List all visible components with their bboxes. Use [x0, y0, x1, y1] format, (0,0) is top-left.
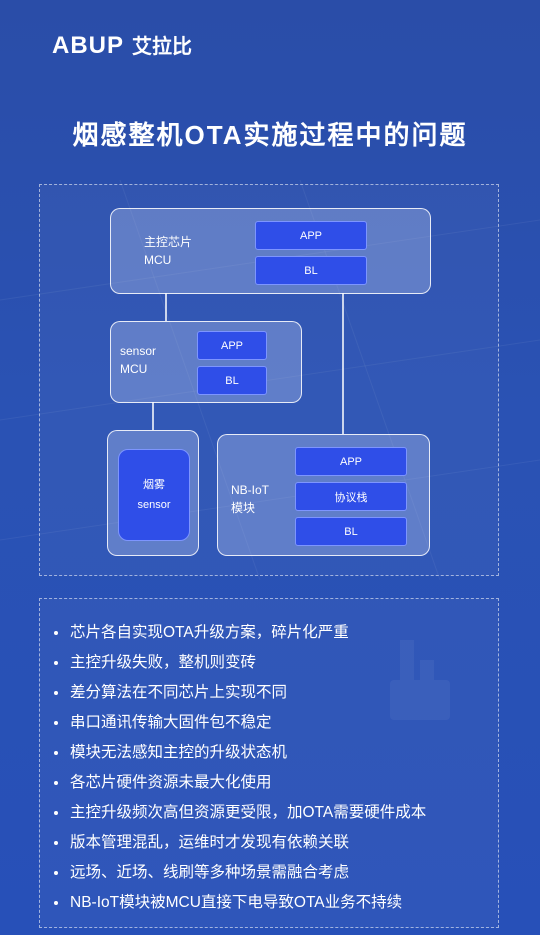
sensor-mcu-app-block: APP: [197, 331, 267, 360]
list-item: 差分算法在不同芯片上实现不同: [54, 678, 426, 708]
list-item: 芯片各自实现OTA升级方案，碎片化严重: [54, 618, 426, 648]
page-title: 烟感整机OTA实施过程中的问题: [72, 120, 468, 150]
list-item: 主控升级频次高但资源更受限，加OTA需要硬件成本: [54, 798, 426, 828]
issue-text: 各芯片硬件资源未最大化使用: [70, 774, 272, 791]
sensor-mcu-card: sensor MCU APP BL: [110, 321, 302, 403]
nbiot-app-block: APP: [295, 447, 407, 476]
list-item: 各芯片硬件资源未最大化使用: [54, 768, 426, 798]
issue-text: 芯片各自实现OTA升级方案，碎片化严重: [70, 624, 349, 641]
sensor-mcu-label-line1: sensor: [120, 344, 157, 358]
main-mcu-card: 主控芯片 MCU APP BL: [110, 208, 431, 294]
nbiot-protocol-stack-block: 协议栈: [295, 482, 407, 511]
bullet-icon: [54, 661, 58, 665]
issue-text: NB-IoT模块被MCU直接下电导致OTA业务不持续: [70, 894, 403, 911]
main-mcu-label-line2: MCU: [144, 253, 172, 267]
list-item: NB-IoT模块被MCU直接下电导致OTA业务不持续: [54, 888, 426, 918]
issue-text: 远场、近场、线刷等多种场景需融合考虑: [70, 864, 350, 881]
issue-text: 主控升级失败，整机则变砖: [70, 654, 257, 671]
smoke-sensor-card: 烟雾 sensor: [107, 430, 199, 556]
bullet-icon: [54, 631, 58, 635]
nbiot-module-card: NB-IoT 模块 APP 协议栈 BL: [217, 434, 430, 556]
bullet-icon: [54, 901, 58, 905]
smoke-sensor-block: 烟雾 sensor: [118, 449, 190, 541]
main-mcu-app-block: APP: [255, 221, 367, 250]
smoke-sensor-label-line2: sensor: [137, 499, 171, 511]
wire-main-to-sensor-mcu: [165, 293, 167, 321]
issues-list: 芯片各自实现OTA升级方案，碎片化严重 主控升级失败，整机则变砖 差分算法在不同…: [54, 618, 426, 918]
bullet-icon: [54, 781, 58, 785]
nbiot-label: NB-IoT 模块: [231, 481, 269, 517]
bullet-icon: [54, 751, 58, 755]
logo-en: ABUP: [52, 32, 125, 59]
sensor-mcu-label-line2: MCU: [120, 362, 148, 376]
issue-text: 串口通讯传输大固件包不稳定: [70, 714, 272, 731]
architecture-diagram: 主控芯片 MCU APP BL sensor MCU APP BL 烟雾 sen…: [39, 184, 499, 576]
issue-text: 主控升级频次高但资源更受限，加OTA需要硬件成本: [70, 804, 427, 821]
issue-text: 版本管理混乱，运维时才发现有依赖关联: [70, 834, 350, 851]
list-item: 串口通讯传输大固件包不稳定: [54, 708, 426, 738]
bullet-icon: [54, 811, 58, 815]
smoke-sensor-label-line1: 烟雾: [143, 479, 165, 491]
main-mcu-label: 主控芯片 MCU: [144, 233, 192, 269]
list-item: 模块无法感知主控的升级状态机: [54, 738, 426, 768]
issue-text: 模块无法感知主控的升级状态机: [70, 744, 288, 761]
list-item: 版本管理混乱，运维时才发现有依赖关联: [54, 828, 426, 858]
logo-cn: 艾拉比: [132, 36, 193, 58]
bullet-icon: [54, 691, 58, 695]
bullet-icon: [54, 871, 58, 875]
nbiot-bl-block: BL: [295, 517, 407, 546]
wire-sensor-mcu-to-smoke: [152, 402, 154, 430]
bullet-icon: [54, 841, 58, 845]
main-mcu-bl-block: BL: [255, 256, 367, 285]
list-item: 主控升级失败，整机则变砖: [54, 648, 426, 678]
issue-text: 差分算法在不同芯片上实现不同: [70, 684, 288, 701]
nbiot-label-line2: 模块: [231, 501, 256, 515]
sensor-mcu-label: sensor MCU: [120, 342, 156, 378]
main-mcu-label-line1: 主控芯片: [144, 235, 193, 249]
bullet-icon: [54, 721, 58, 725]
issues-panel: 芯片各自实现OTA升级方案，碎片化严重 主控升级失败，整机则变砖 差分算法在不同…: [39, 598, 499, 928]
brand-logo: ABUP 艾拉比: [52, 30, 192, 60]
list-item: 远场、近场、线刷等多种场景需融合考虑: [54, 858, 426, 888]
nbiot-label-line1: NB-IoT: [231, 483, 270, 497]
sensor-mcu-bl-block: BL: [197, 366, 267, 395]
wire-main-to-nbiot: [342, 293, 344, 434]
